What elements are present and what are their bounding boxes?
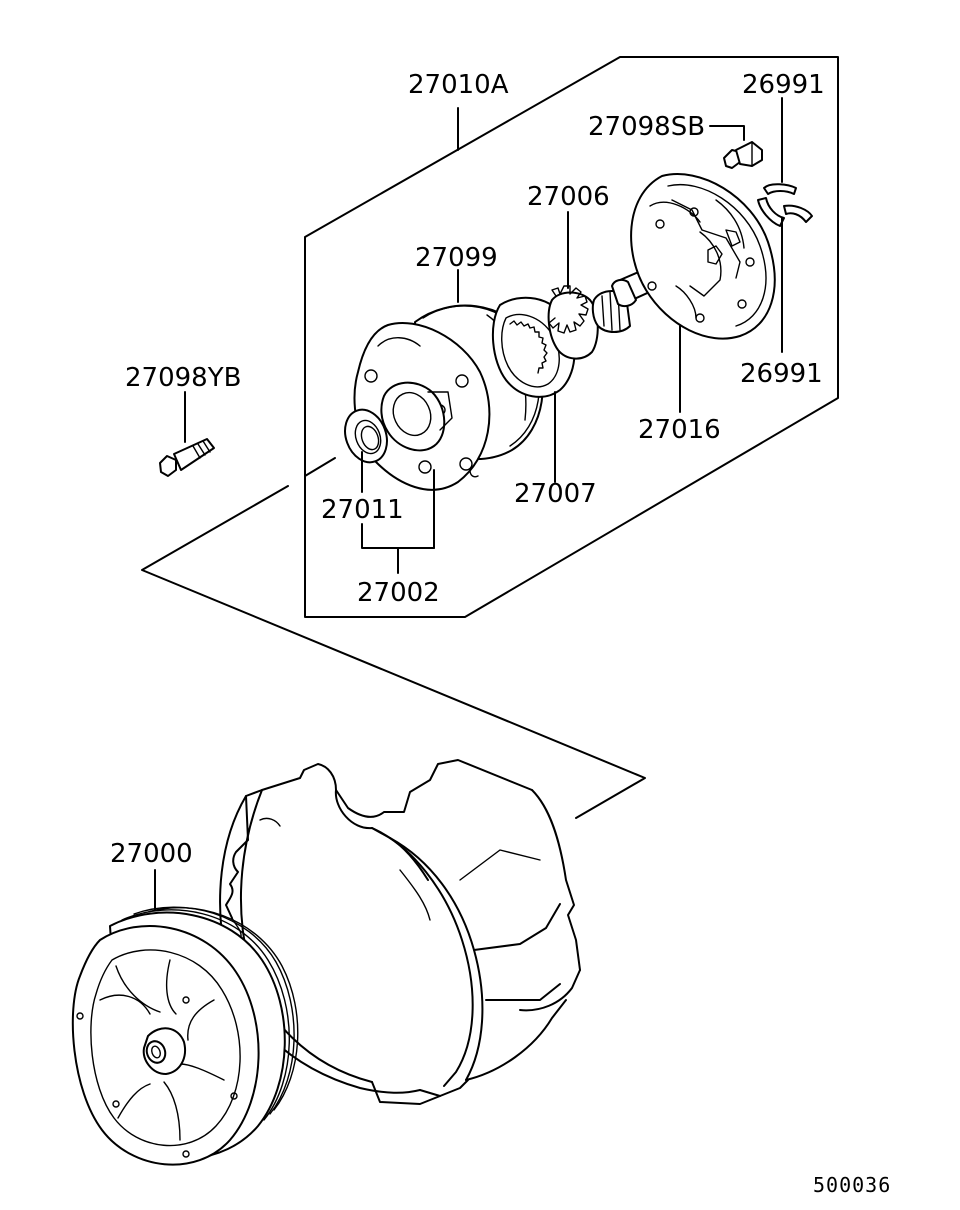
figure-code: 500036 <box>813 1173 891 1197</box>
label-27006: 27006 <box>527 182 610 212</box>
drive-gear-27006 <box>547 211 631 360</box>
label-27010A: 27010A <box>408 70 509 100</box>
bolt-27098YB <box>159 391 215 477</box>
label-27098YB: 27098YB <box>125 363 241 393</box>
bolt-27098SB <box>709 125 763 169</box>
part-labels: 27010A 26991 27098SB 27006 27099 27098YB… <box>110 70 891 1197</box>
label-27000: 27000 <box>110 839 193 869</box>
oil-seal-27011 <box>344 408 388 464</box>
seal-rings-26991 <box>757 97 813 353</box>
pump-cover-27016 <box>630 173 776 413</box>
label-27016: 27016 <box>638 415 721 445</box>
torque-converter-27000 <box>71 869 299 1166</box>
leader-27011-27002 <box>361 451 435 574</box>
label-27002: 27002 <box>357 578 440 608</box>
label-27098SB: 27098SB <box>588 112 705 142</box>
label-26991-bottom: 26991 <box>740 359 823 389</box>
projection-lines <box>141 457 646 819</box>
label-27007: 27007 <box>514 479 597 509</box>
label-27099: 27099 <box>415 243 498 273</box>
label-26991-top: 26991 <box>742 70 825 100</box>
label-27011: 27011 <box>321 495 404 525</box>
assembly-boundary-27010A <box>304 56 839 618</box>
